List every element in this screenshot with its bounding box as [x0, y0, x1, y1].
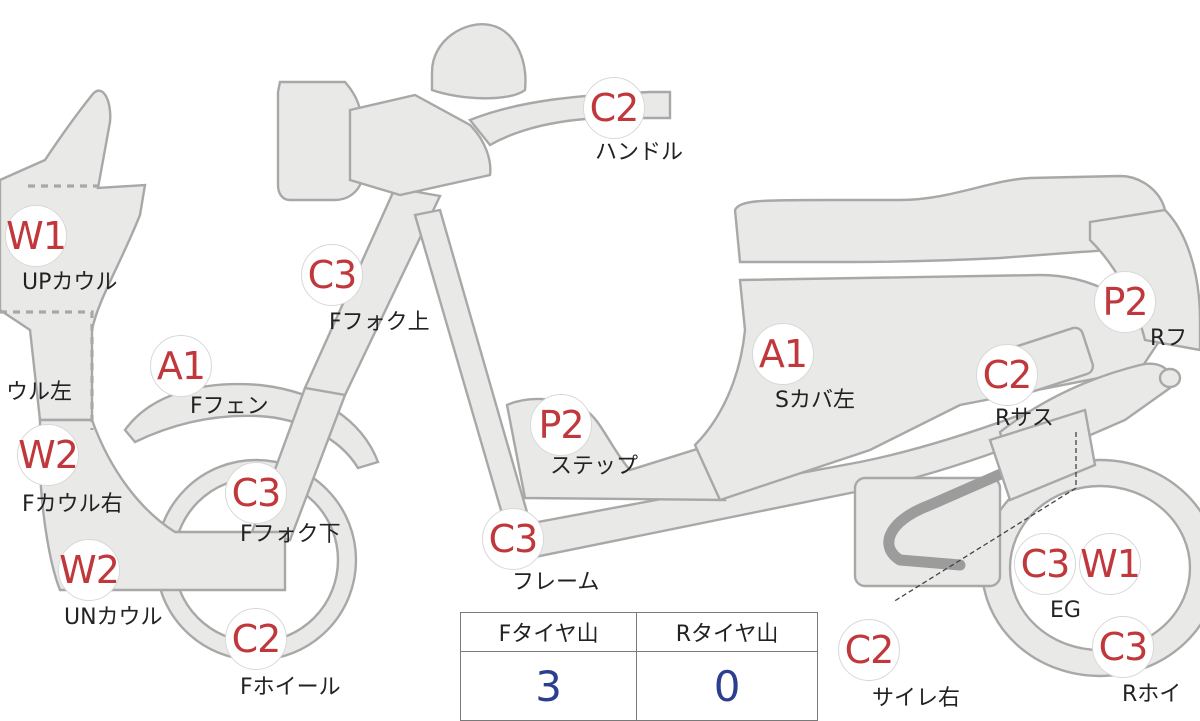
headlight-shape — [276, 80, 362, 202]
marker-s-cover-left: A1 — [752, 323, 814, 385]
label-f-fork-lower: Fフォク下 — [240, 522, 341, 547]
tire-table-header-row: Fタイヤ山 Rタイヤ山 — [459, 612, 818, 652]
label-r-suspension: Rサス — [995, 406, 1054, 431]
marker-f-fork-lower: C3 — [225, 462, 287, 524]
front-tire-value: 3 — [459, 651, 638, 721]
label-f-wheel: Fホイール — [240, 675, 341, 700]
front-tire-header: Fタイヤ山 — [459, 612, 638, 652]
marker-frame: C3 — [482, 508, 544, 570]
label-step: ステップ — [550, 454, 639, 479]
label-handle: ハンドル — [595, 140, 684, 165]
label-muffler-right: サイレ右 — [872, 686, 961, 711]
label-s-cover-left: Sカバ左 — [775, 388, 855, 413]
marker-f-wheel: C2 — [225, 608, 287, 670]
label-r-wheel: Rホイ — [1122, 682, 1182, 707]
label-f-fender: Fフェン — [190, 394, 269, 419]
label-f-cowl-right: Fカウル右 — [22, 492, 123, 517]
marker-engine-c: C3 — [1014, 533, 1076, 595]
marker-up-cowl: W1 — [5, 205, 67, 267]
muffler-pipe — [883, 464, 1016, 571]
label-up-cowl: UPカウル — [22, 270, 118, 295]
label-cowl-left: ウル左 — [6, 380, 73, 405]
rear-tire-header: Rタイヤ山 — [636, 612, 818, 652]
seat-shape — [733, 174, 1167, 264]
rear-swingarm-shape — [988, 408, 1097, 502]
diagonal-frame-shape — [413, 208, 537, 550]
handle-cowl-shape — [348, 93, 492, 197]
muffler-leader-line — [892, 432, 1077, 603]
mirror-shape — [430, 23, 527, 100]
engine-shape — [853, 476, 1002, 588]
label-f-fork-upper: Fフォク上 — [329, 310, 430, 335]
marker-f-cowl-right: W2 — [17, 424, 79, 486]
marker-engine-w: W1 — [1079, 533, 1141, 595]
marker-f-fender: A1 — [150, 335, 212, 397]
marker-r-suspension: C2 — [976, 344, 1038, 406]
rear-tire-value: 0 — [636, 651, 818, 721]
marker-step: P2 — [530, 394, 592, 456]
label-un-cowl: UNカウル — [64, 605, 163, 630]
rear-shock-cap — [1158, 367, 1182, 389]
marker-muffler-right: C2 — [838, 619, 900, 681]
tire-tread-table: Fタイヤ山 Rタイヤ山 3 0 — [459, 612, 818, 721]
tire-table-value-row: 3 0 — [459, 651, 818, 721]
marker-un-cowl: W2 — [58, 539, 120, 601]
marker-r-fender: P2 — [1094, 271, 1156, 333]
marker-r-wheel: C3 — [1092, 616, 1154, 678]
side-cover-shape — [693, 273, 1162, 502]
cowl-divider-middle — [0, 310, 94, 430]
label-frame: フレーム — [512, 570, 600, 595]
label-engine: EG — [1050, 598, 1081, 623]
marker-handle: C2 — [583, 77, 645, 139]
label-r-fender: Rフ — [1150, 326, 1188, 351]
marker-f-fork-upper: C3 — [301, 244, 363, 306]
